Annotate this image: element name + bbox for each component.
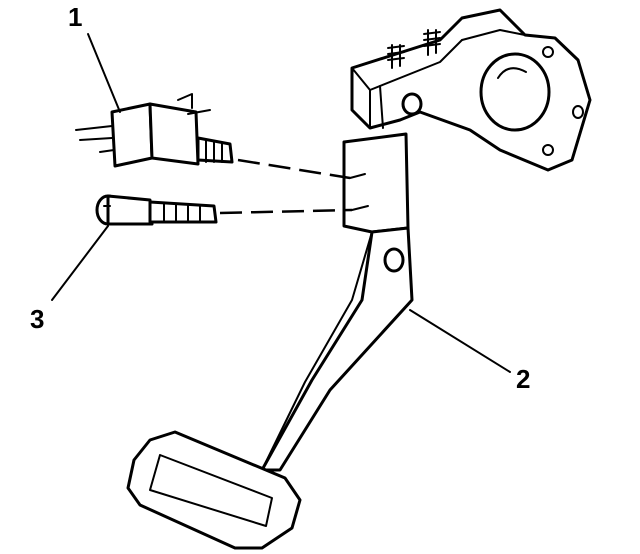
bracket-studs xyxy=(387,29,441,69)
brake-pedal-assembly xyxy=(126,8,592,550)
pedal-arm xyxy=(260,226,414,472)
callout-2: 2 xyxy=(516,364,530,394)
mounting-bracket xyxy=(350,8,592,172)
brake-switch xyxy=(75,93,234,168)
leader-line-1 xyxy=(87,33,121,113)
callout-3: 3 xyxy=(30,304,44,334)
pedal-pad xyxy=(126,430,302,550)
leader-line-3 xyxy=(51,225,109,301)
switch-bracket xyxy=(342,132,410,234)
callout-1: 1 xyxy=(68,2,82,32)
cruise-sensor xyxy=(95,194,218,226)
alignment-line-switch xyxy=(237,158,351,180)
alignment-line-sensor xyxy=(219,208,353,215)
leader-line-2 xyxy=(409,309,511,373)
